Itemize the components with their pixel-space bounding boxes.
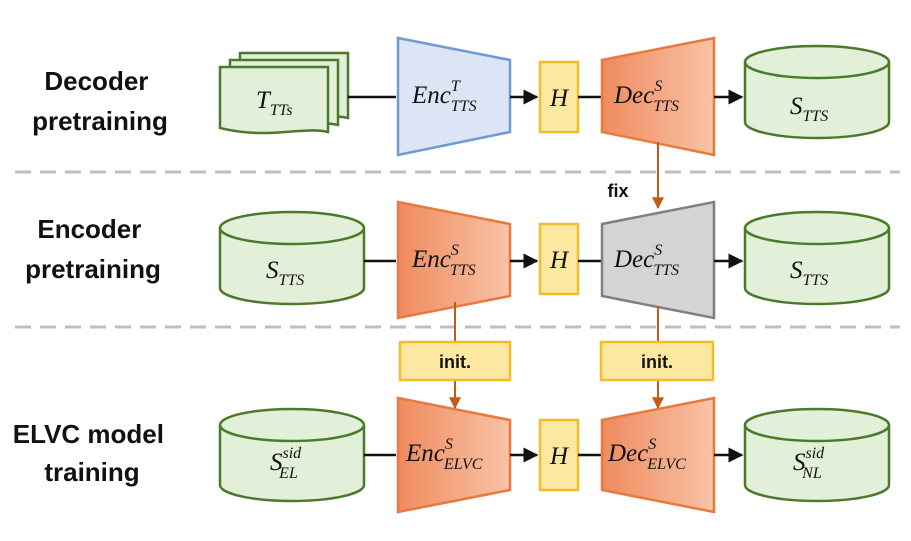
hidden-label: H: [549, 247, 570, 274]
hidden-label: H: [549, 443, 570, 470]
init-decoder-label: init.: [641, 352, 673, 372]
fix-label: fix: [607, 181, 628, 201]
stage-label-elvc: ELVC model training: [13, 419, 171, 487]
elvc-encoder-block: [396, 396, 512, 514]
speech-database-cylinder: [743, 210, 891, 306]
speech-decoder-block: [600, 36, 716, 157]
init-encoder-box: [398, 340, 512, 382]
init-encoder-label: init.: [439, 352, 471, 372]
elvc-decoder-block: [600, 396, 716, 514]
hidden-representation-box: [538, 222, 580, 296]
speech-database-cylinder: [218, 210, 366, 306]
input-text-label: TTTs: [256, 87, 292, 119]
speech-database-cylinder: [743, 44, 891, 140]
stage-label-decoder: Decoder pretraining: [32, 66, 168, 136]
stage-label-encoder: Encoder pretraining: [25, 214, 161, 284]
hidden-label: H: [549, 85, 570, 112]
speech-encoder-block: [396, 200, 512, 320]
output-speech-label: STTS: [790, 93, 828, 125]
text-document-stack: [218, 51, 350, 135]
output-speech-label: STTS: [790, 257, 828, 289]
text-encoder-block: [396, 36, 512, 157]
speech-database-cylinder: [218, 407, 366, 503]
hidden-representation-box: [538, 60, 580, 134]
speech-database-cylinder: [743, 407, 891, 503]
input-speech-label: STTS: [266, 257, 304, 289]
init-decoder-box: [599, 340, 715, 382]
fixed-speech-decoder-block: [600, 200, 716, 320]
